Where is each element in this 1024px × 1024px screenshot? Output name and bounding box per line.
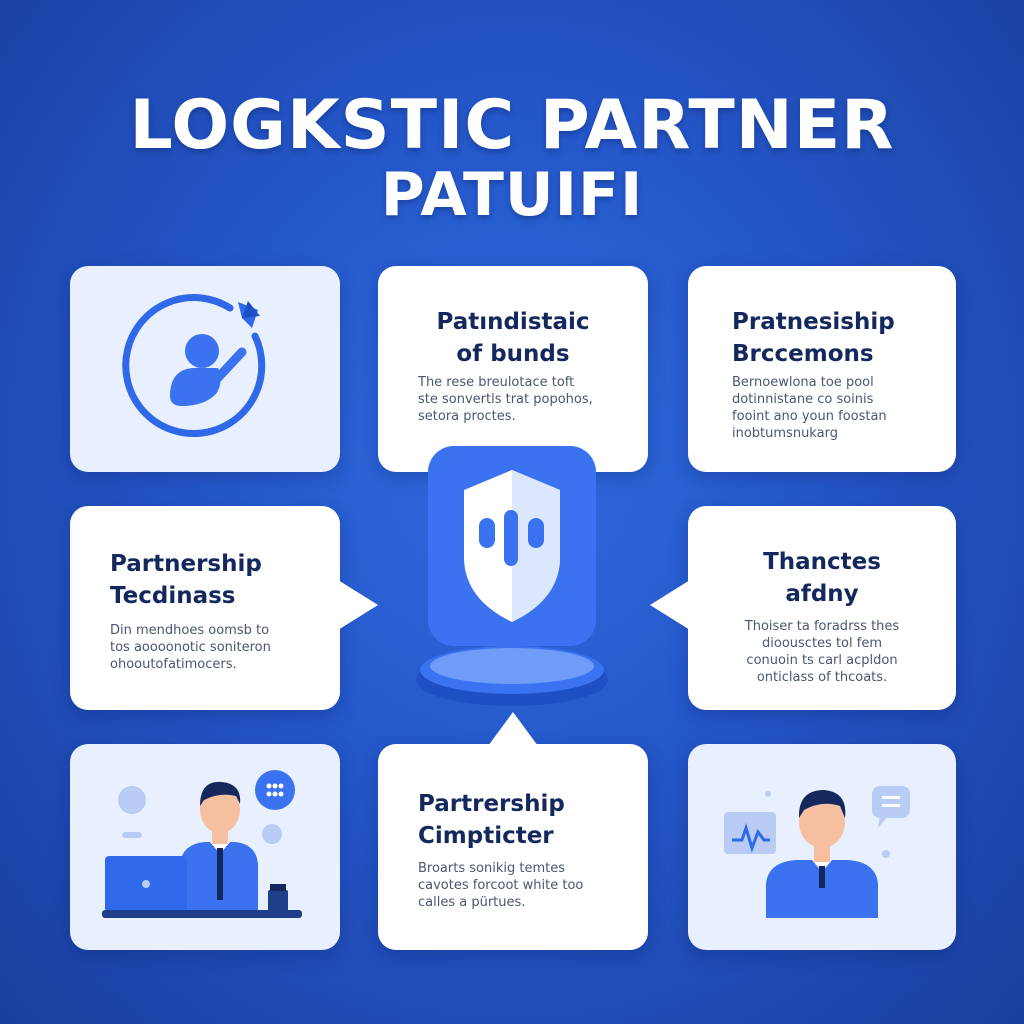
card-body: dotinnistane co soinis xyxy=(732,392,874,407)
card-heading: Tecdinass xyxy=(110,583,236,609)
person-chat-illustration xyxy=(724,786,910,918)
pointer-arrow-right xyxy=(338,580,378,630)
card-body: cavotes forcoot white too xyxy=(418,878,584,893)
card-bottom-left xyxy=(70,744,340,950)
card-heading: Partnership xyxy=(110,551,262,577)
person-laptop-illustration xyxy=(102,770,302,918)
card-body: conuoin ts carl acpldon xyxy=(746,653,898,668)
card-heading: Patındistaic xyxy=(436,309,590,335)
card-heading: Brccemons xyxy=(732,341,874,367)
card-heading: Partrership xyxy=(418,791,565,817)
card-body: calles a pürtues. xyxy=(418,895,526,910)
pointer-arrow-left xyxy=(650,580,690,630)
card-body: Broarts sonikig temtes xyxy=(418,861,565,876)
partner-handshake-icon xyxy=(122,294,266,438)
card-body: dioousctes tol fem xyxy=(762,636,882,651)
card-body: fooint ano youn foostan xyxy=(732,409,887,424)
page-subtitle: PATUIFI xyxy=(380,160,644,230)
card-top-right: Pratnesiship Brccemons Bernoewlona toe p… xyxy=(688,266,956,472)
card-heading: Thanctes xyxy=(763,549,881,575)
card-body: The rese breulotace toft xyxy=(418,375,575,390)
card-top-left xyxy=(70,266,340,472)
card-body: Thoiser ta foradrss thes xyxy=(744,619,900,634)
card-heading: Cimpticter xyxy=(418,823,554,849)
card-bottom-center: Partrership Cimpticter Broarts sonikig t… xyxy=(378,744,648,950)
card-top-center: Patındistaic of bunds The rese breulotac… xyxy=(378,266,648,472)
card-body: ste sonvertls trat popohos, xyxy=(418,392,593,407)
card-middle-right: Thanctes afdny Thoiser ta foradrss thes … xyxy=(688,506,956,710)
card-body: Bernoewlona toe pool xyxy=(732,375,874,390)
card-body: inobtumsnukarg xyxy=(732,426,838,441)
card-body: Din mendhoes oomsb to xyxy=(110,623,270,638)
pointer-arrow-up xyxy=(488,712,538,746)
card-body: onticlass of thcoats. xyxy=(756,670,888,685)
shield-icon xyxy=(416,446,608,706)
card-body: setora proctes. xyxy=(418,409,516,424)
card-body: ohooutofatimocers. xyxy=(110,657,237,672)
card-heading: of bunds xyxy=(456,341,570,367)
card-body: tos aoooonotic soniteron xyxy=(110,640,271,655)
card-middle-left: Partnership Tecdinass Din mendhoes oomsb… xyxy=(70,506,340,710)
page-title: LOGKSTIC PARTNER xyxy=(129,86,895,165)
card-bottom-right xyxy=(688,744,956,950)
card-heading: afdny xyxy=(785,581,859,607)
card-heading: Pratnesiship xyxy=(732,309,895,335)
